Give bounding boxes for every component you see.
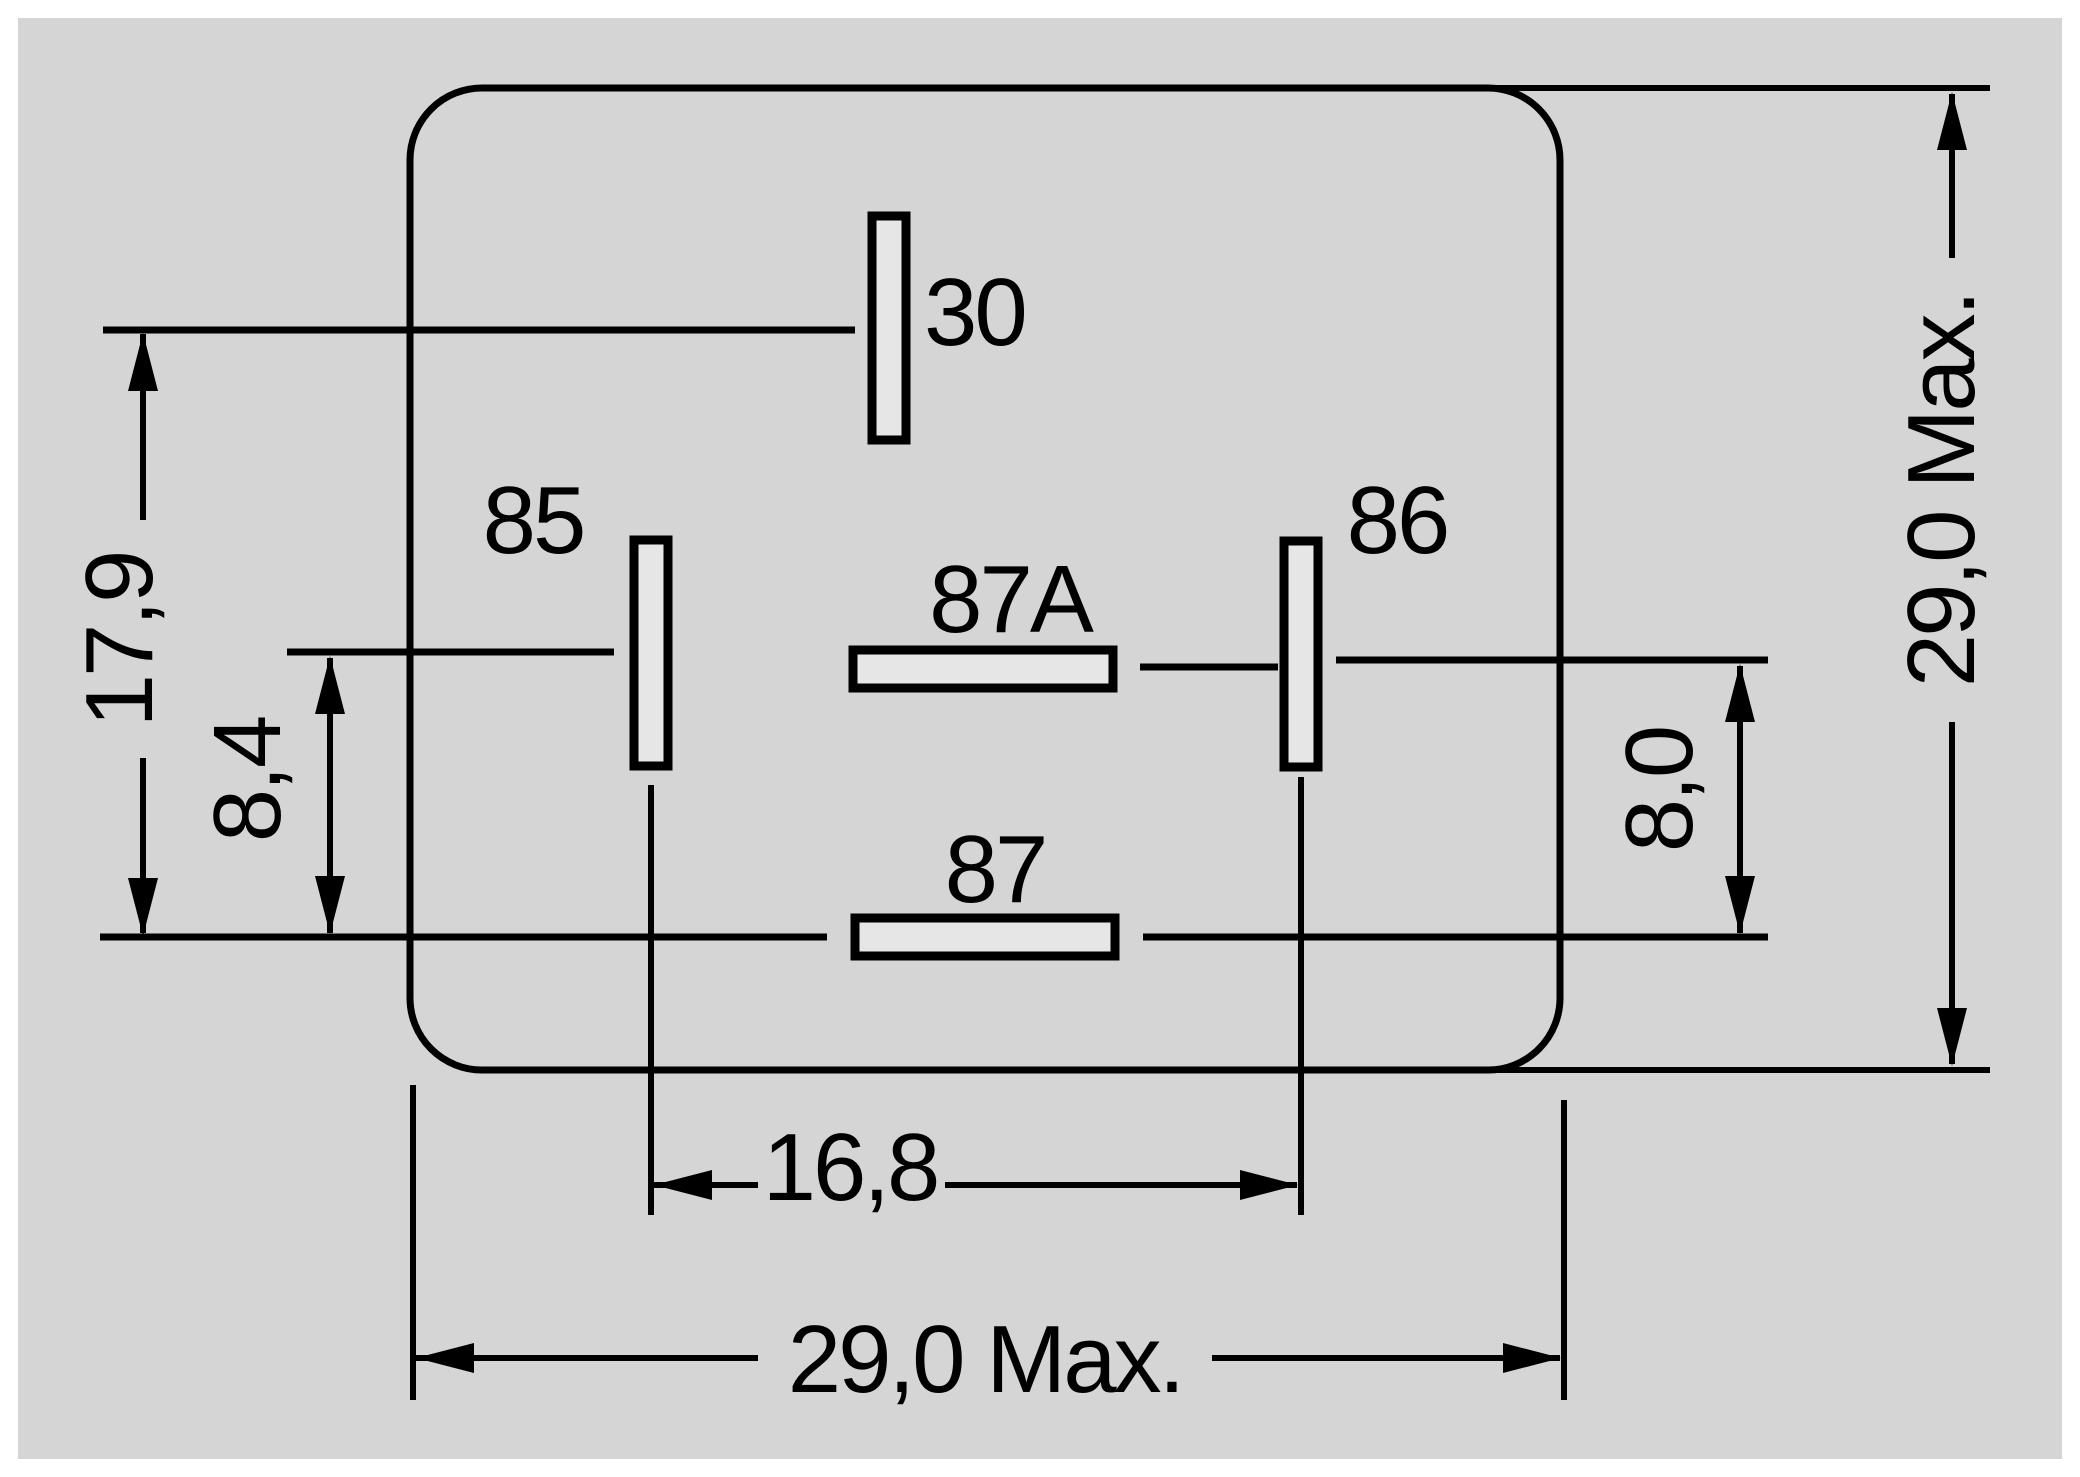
arrowhead-right-16-8 (1240, 1170, 1298, 1200)
pin-86-label: 86 (1347, 467, 1448, 574)
dim-8-0-label: 8,0 (1606, 728, 1713, 852)
drawing-panel-background (18, 18, 2062, 1459)
dimension-labels: 17,9 8,4 8,0 16,8 29,0 Max. 29,0 Max. (66, 293, 1995, 1413)
pin-85-terminal (629, 535, 673, 771)
dim-body-height-label: 29,0 Max. (1888, 293, 1995, 688)
dim-body-width-label: 29,0 Max. (788, 1306, 1183, 1413)
dim-16-8-label: 16,8 (763, 1114, 938, 1221)
pin-87a-terminal (848, 645, 1118, 693)
arrowhead-right-width (1503, 1343, 1561, 1373)
pin-87a-label: 87A (929, 546, 1094, 653)
arrowhead-up-8-4 (315, 656, 345, 714)
extension-lines (100, 85, 1990, 1400)
dimension-arrowheads (128, 92, 1967, 1373)
dim-17-9-label: 17,9 (66, 553, 173, 728)
pin-85-label: 85 (483, 467, 584, 574)
arrowhead-up-8-0 (1725, 664, 1755, 722)
pin-86-terminal (1279, 536, 1323, 772)
relay-body-outline (406, 84, 1564, 1074)
arrowhead-up-height (1937, 92, 1967, 150)
arrowhead-down-height (1937, 1008, 1967, 1066)
arrowhead-down-8-4 (315, 876, 345, 934)
pin-30-terminal (867, 211, 911, 445)
dim-8-4-label: 8,4 (194, 717, 301, 842)
arrowhead-left-16-8 (654, 1170, 712, 1200)
arrowhead-left-width (416, 1343, 474, 1373)
pin-87-terminal (850, 913, 1120, 961)
arrowhead-up-17-9 (128, 333, 158, 391)
arrowhead-down-17-9 (128, 878, 158, 936)
pin-30-label: 30 (924, 259, 1025, 366)
pin-87-label: 87 (945, 816, 1046, 923)
pin-labels: 30 85 86 87A 87 (483, 259, 1451, 923)
arrowhead-down-8-0 (1725, 876, 1755, 934)
